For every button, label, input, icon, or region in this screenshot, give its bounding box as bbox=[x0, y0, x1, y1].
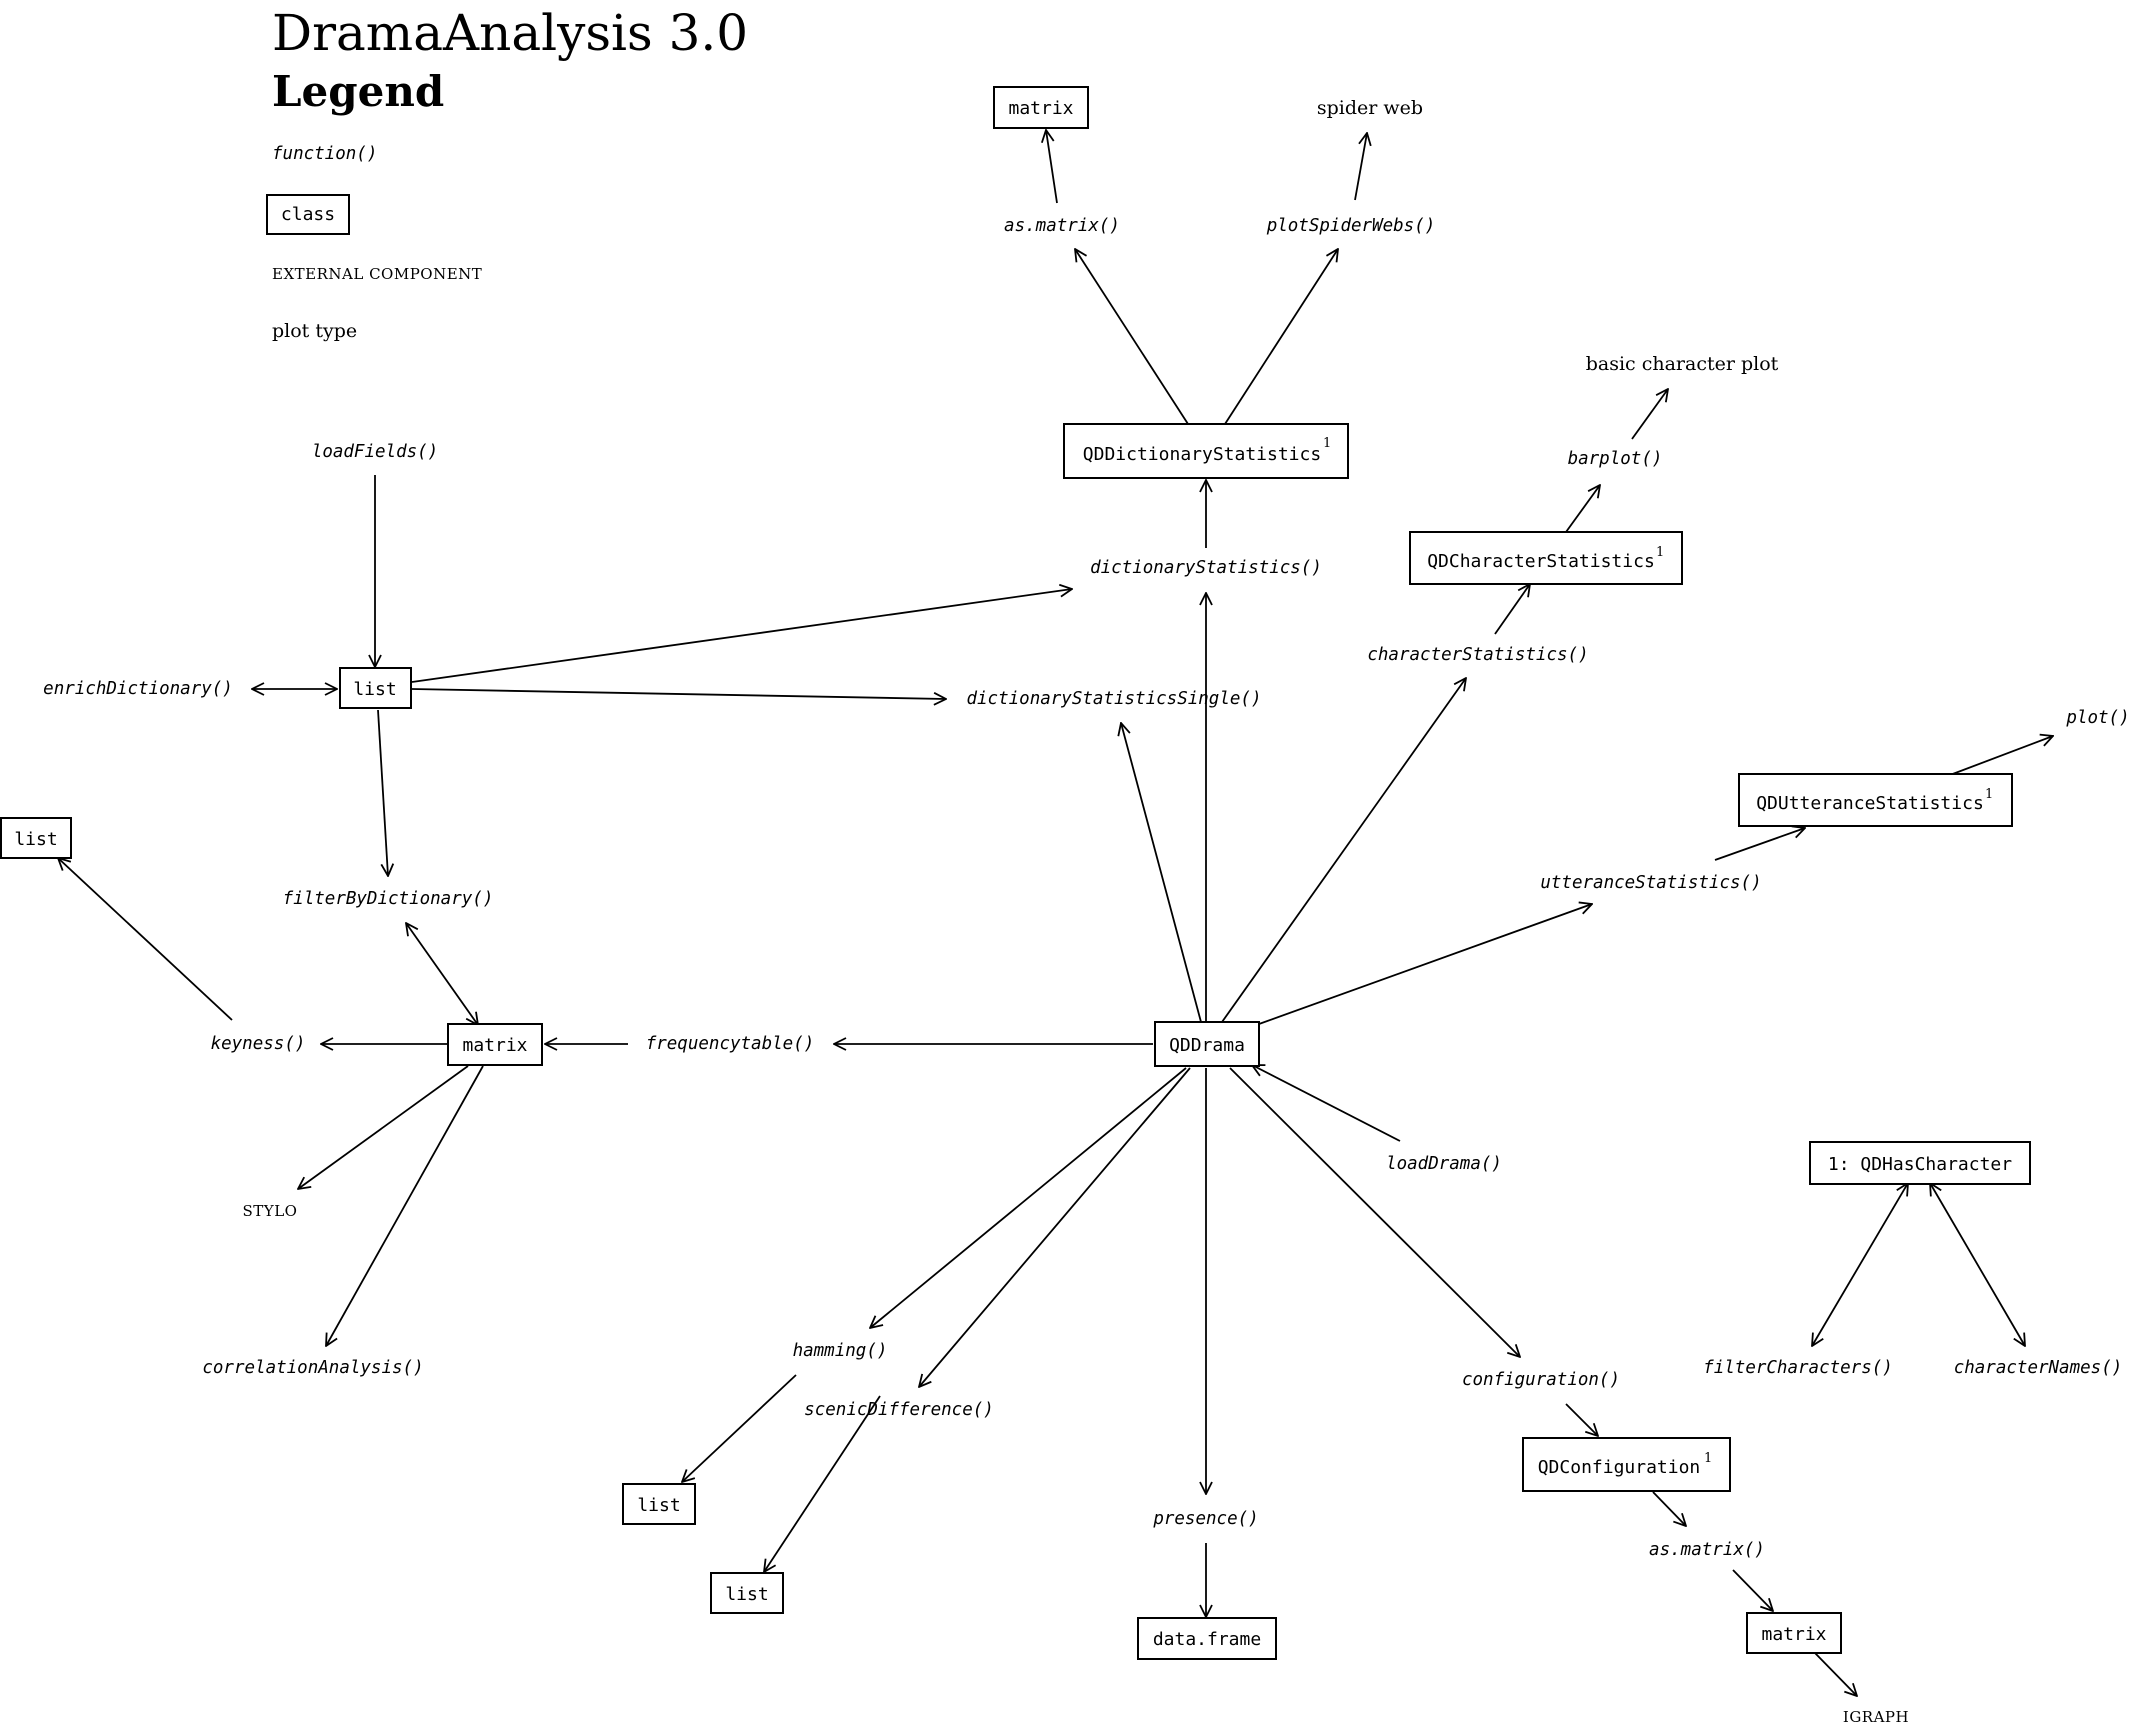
fn-hamming[interactable]: hamming() bbox=[793, 1341, 888, 1361]
class-qdcharacterstatistics-label: QDCharacterStatistics bbox=[1427, 551, 1655, 572]
fn-character-names[interactable]: characterNames() bbox=[1954, 1358, 2123, 1378]
class-list-hamming-label: list bbox=[637, 1495, 680, 1516]
edge-uttstatsfn-to-uttstats bbox=[1714, 828, 1805, 861]
edge-asmatrix-to-matrix-bottom bbox=[1732, 1569, 1773, 1611]
class-qdconfiguration-sup: 1 bbox=[1704, 1451, 1712, 1466]
class-qdcharacterstatistics-sup: 1 bbox=[1656, 545, 1664, 560]
edge-loaddrama-to-qddrama bbox=[1252, 1065, 1401, 1142]
class-matrix-top[interactable]: matrix bbox=[993, 86, 1089, 129]
fn-as-matrix-bottom[interactable]: as.matrix() bbox=[1649, 1540, 1765, 1560]
fn-character-statistics[interactable]: characterStatistics() bbox=[1367, 645, 1588, 665]
diagram-title: DramaAnalysis 3.0 bbox=[272, 4, 748, 62]
edge-matrix-to-stylo bbox=[298, 1065, 469, 1189]
fn-frequencytable[interactable]: frequencytable() bbox=[646, 1034, 815, 1054]
edge-hascharacter-characternames bbox=[1930, 1183, 2025, 1346]
fn-load-drama[interactable]: loadDrama() bbox=[1386, 1154, 1502, 1174]
fn-plot-spider-webs[interactable]: plotSpiderWebs() bbox=[1266, 216, 1436, 236]
class-qddictionarystatistics[interactable]: QDDictionaryStatistics 1 bbox=[1063, 423, 1349, 479]
class-list-center-label: list bbox=[353, 679, 396, 700]
fn-barplot[interactable]: barplot() bbox=[1568, 449, 1663, 469]
edge-charstatsfn-to-charstats bbox=[1494, 584, 1530, 635]
class-qddrama-label: QDDrama bbox=[1169, 1035, 1245, 1056]
edge-uttstats-to-plot bbox=[1949, 736, 2053, 776]
legend-heading: Legend bbox=[272, 67, 444, 116]
class-qdutterancestatistics-sup: 1 bbox=[1985, 787, 1993, 802]
edge-filterbydict-matrix bbox=[406, 923, 478, 1025]
plot-basic-character-plot: basic character plot bbox=[1586, 353, 1779, 375]
edge-barplot-to-plot bbox=[1631, 389, 1668, 440]
fn-filter-characters[interactable]: filterCharacters() bbox=[1703, 1358, 1893, 1378]
class-list-scenic-label: list bbox=[725, 1584, 768, 1605]
class-matrix-bottom-label: matrix bbox=[1761, 1624, 1826, 1645]
external-igraph: IGRAPH bbox=[1843, 1708, 1909, 1726]
edge-qdconfiguration-to-asmatrix bbox=[1652, 1491, 1686, 1526]
edge-qddrama-to-uttstats bbox=[1258, 904, 1592, 1025]
edge-charstats-to-barplot bbox=[1565, 485, 1600, 533]
fn-configuration[interactable]: configuration() bbox=[1462, 1370, 1620, 1390]
class-qdhascharacter[interactable]: 1: QDHasCharacter bbox=[1809, 1141, 2031, 1185]
class-matrix-top-label: matrix bbox=[1008, 98, 1073, 119]
edge-asmatrix-to-matrix bbox=[1046, 130, 1058, 204]
edge-matrix-to-igraph bbox=[1814, 1652, 1857, 1696]
edge-qddrama-to-hamming bbox=[870, 1067, 1187, 1328]
legend-plot-example: plot type bbox=[272, 320, 357, 342]
edge-list-to-dictstats bbox=[411, 589, 1072, 683]
class-matrix-left-label: matrix bbox=[462, 1035, 527, 1056]
edge-matrix-to-correlation bbox=[326, 1065, 484, 1346]
class-list-scenic[interactable]: list bbox=[710, 1572, 784, 1614]
fn-dictionary-statistics[interactable]: dictionaryStatistics() bbox=[1090, 558, 1322, 578]
edge-dictstats-to-plotspider bbox=[1224, 249, 1338, 425]
class-matrix-left[interactable]: matrix bbox=[447, 1023, 543, 1066]
class-list-left[interactable]: list bbox=[0, 817, 72, 859]
edge-qddrama-to-charstats bbox=[1221, 678, 1466, 1023]
edges bbox=[58, 130, 2053, 1696]
external-stylo: STYLO bbox=[243, 1202, 298, 1220]
class-matrix-bottom[interactable]: matrix bbox=[1746, 1612, 1842, 1654]
fn-presence[interactable]: presence() bbox=[1152, 1509, 1258, 1529]
edge-list-to-dictstatssingle bbox=[411, 688, 946, 699]
legend-class-example: class bbox=[266, 194, 350, 235]
fn-utterance-statistics[interactable]: utteranceStatistics() bbox=[1540, 873, 1761, 893]
edge-plotspider-to-spiderweb bbox=[1354, 133, 1367, 201]
class-qddrama[interactable]: QDDrama bbox=[1154, 1021, 1260, 1067]
fn-correlation-analysis[interactable]: correlationAnalysis() bbox=[202, 1358, 423, 1378]
legend-class-label: class bbox=[281, 204, 335, 225]
class-dataframe-label: data.frame bbox=[1153, 1629, 1261, 1650]
plot-spider-web: spider web bbox=[1317, 97, 1423, 119]
class-qdutterancestatistics-label: QDUtteranceStatistics bbox=[1756, 793, 1984, 814]
fn-enrich-dictionary[interactable]: enrichDictionary() bbox=[43, 679, 233, 699]
edge-hascharacter-filtercharacters bbox=[1812, 1183, 1908, 1346]
edge-scenicdiff-to-list bbox=[764, 1395, 881, 1572]
fn-keyness[interactable]: keyness() bbox=[211, 1034, 306, 1054]
class-qdutterancestatistics[interactable]: QDUtteranceStatistics 1 bbox=[1738, 773, 2013, 827]
class-qdcharacterstatistics[interactable]: QDCharacterStatistics 1 bbox=[1409, 531, 1683, 585]
class-list-hamming[interactable]: list bbox=[622, 1483, 696, 1525]
edge-dictstats-to-asmatrix bbox=[1075, 249, 1189, 425]
edge-configuration-to-qdconfiguration bbox=[1565, 1403, 1598, 1436]
edge-qddrama-to-dictstatssingle bbox=[1121, 723, 1202, 1023]
class-qddictionarystatistics-sup: 1 bbox=[1323, 436, 1331, 451]
edge-qddrama-to-scenicdiff bbox=[919, 1067, 1191, 1387]
class-list-center[interactable]: list bbox=[339, 667, 412, 709]
class-list-left-label: list bbox=[14, 829, 57, 850]
class-dataframe[interactable]: data.frame bbox=[1137, 1617, 1277, 1660]
class-qdconfiguration[interactable]: QDConfiguration 1 bbox=[1522, 1437, 1731, 1492]
edge-list-to-filterbydict bbox=[377, 709, 388, 876]
legend-external-example: EXTERNAL COMPONENT bbox=[272, 265, 482, 283]
legend-function-example: function() bbox=[272, 144, 377, 164]
fn-plot[interactable]: plot() bbox=[2065, 708, 2129, 728]
class-qdconfiguration-label: QDConfiguration bbox=[1538, 1457, 1701, 1478]
edge-hamming-to-list bbox=[682, 1374, 797, 1482]
edge-keyness-to-list bbox=[58, 858, 233, 1021]
fn-scenic-difference[interactable]: scenicDifference() bbox=[804, 1400, 994, 1420]
fn-filter-by-dictionary[interactable]: filterByDictionary() bbox=[283, 889, 494, 909]
fn-as-matrix-top[interactable]: as.matrix() bbox=[1004, 216, 1120, 236]
class-qddictionarystatistics-label: QDDictionaryStatistics bbox=[1083, 444, 1321, 465]
class-qdhascharacter-label: 1: QDHasCharacter bbox=[1828, 1154, 2012, 1175]
fn-load-fields[interactable]: loadFields() bbox=[312, 442, 438, 462]
fn-dictionary-statistics-single[interactable]: dictionaryStatisticsSingle() bbox=[966, 689, 1261, 709]
edge-qddrama-to-configuration bbox=[1229, 1067, 1520, 1357]
